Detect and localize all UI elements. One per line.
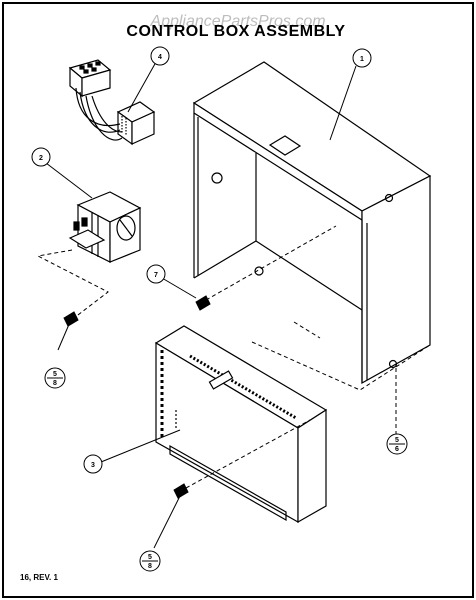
svg-text:6: 6: [395, 446, 399, 453]
callout-fraction-left: 5 8: [44, 367, 66, 389]
svg-text:1: 1: [360, 56, 364, 63]
svg-text:8: 8: [148, 563, 152, 570]
svg-text:7: 7: [154, 272, 158, 279]
screw-center: [195, 295, 211, 311]
part-control-board: [154, 325, 328, 524]
callout-3: 3: [83, 454, 103, 474]
callout-2: 2: [31, 147, 51, 167]
svg-text:5: 5: [148, 554, 152, 561]
callout-7: 7: [146, 264, 166, 284]
part-box-enclosure: [192, 61, 432, 385]
callout-fraction-bottom: 5 8: [139, 550, 161, 572]
screw-left: [57, 311, 79, 351]
svg-text:5: 5: [395, 437, 399, 444]
screw-bottom: [153, 483, 189, 549]
svg-text:2: 2: [39, 155, 43, 162]
svg-text:4: 4: [158, 54, 162, 61]
watermark-text: AppliancePartsPros.com: [149, 13, 325, 30]
callout-fraction-right: 5 6: [386, 433, 408, 455]
callout-1: 1: [352, 48, 372, 68]
svg-text:3: 3: [91, 462, 95, 469]
alignment-lines: [36, 225, 431, 489]
svg-text:5: 5: [53, 371, 57, 378]
part-transformer: [68, 191, 142, 263]
diagram-title: CONTROL BOX ASSEMBLY: [126, 23, 345, 40]
part-wire-harness: [68, 59, 156, 146]
revision-label: 16, REV. 1: [20, 573, 59, 582]
callout-4: 4: [150, 46, 170, 66]
leader-lines: [45, 61, 357, 463]
svg-text:8: 8: [53, 380, 57, 387]
